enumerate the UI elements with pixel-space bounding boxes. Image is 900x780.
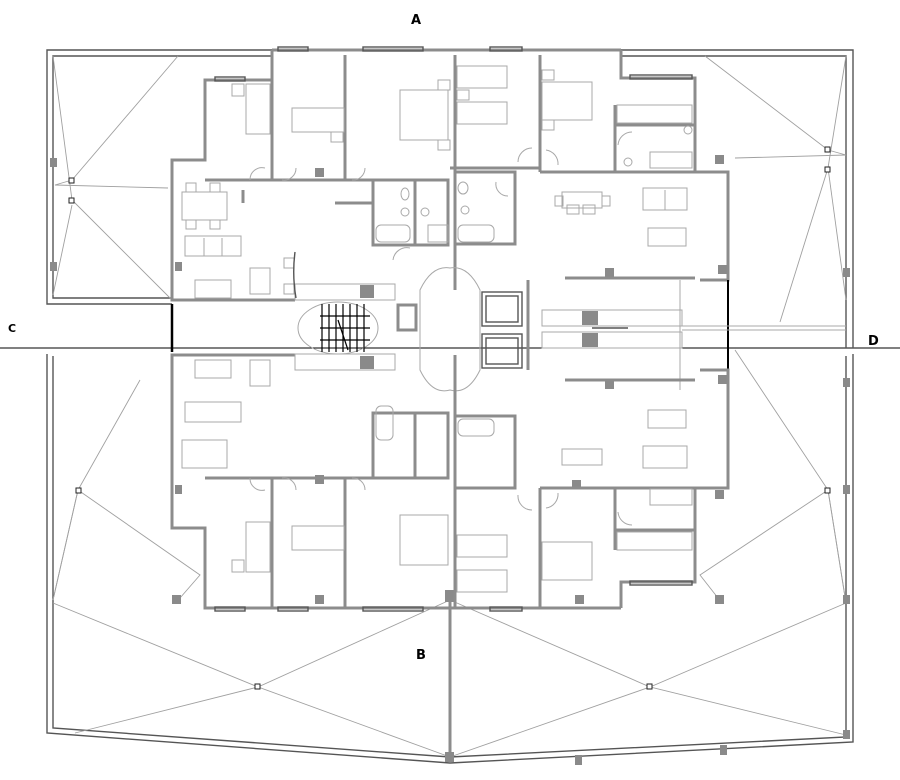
section-label-a: A — [411, 13, 422, 28]
lower-units — [170, 353, 730, 612]
section-label-d: D — [868, 334, 879, 349]
terrace-outline — [46, 49, 854, 764]
upper-left-unit — [170, 46, 451, 302]
section-label-c: C — [8, 322, 17, 335]
section-label-b: B — [416, 648, 426, 663]
drain-icons — [68, 146, 831, 690]
upper-right-unit — [450, 46, 730, 290]
building-core — [170, 267, 846, 392]
